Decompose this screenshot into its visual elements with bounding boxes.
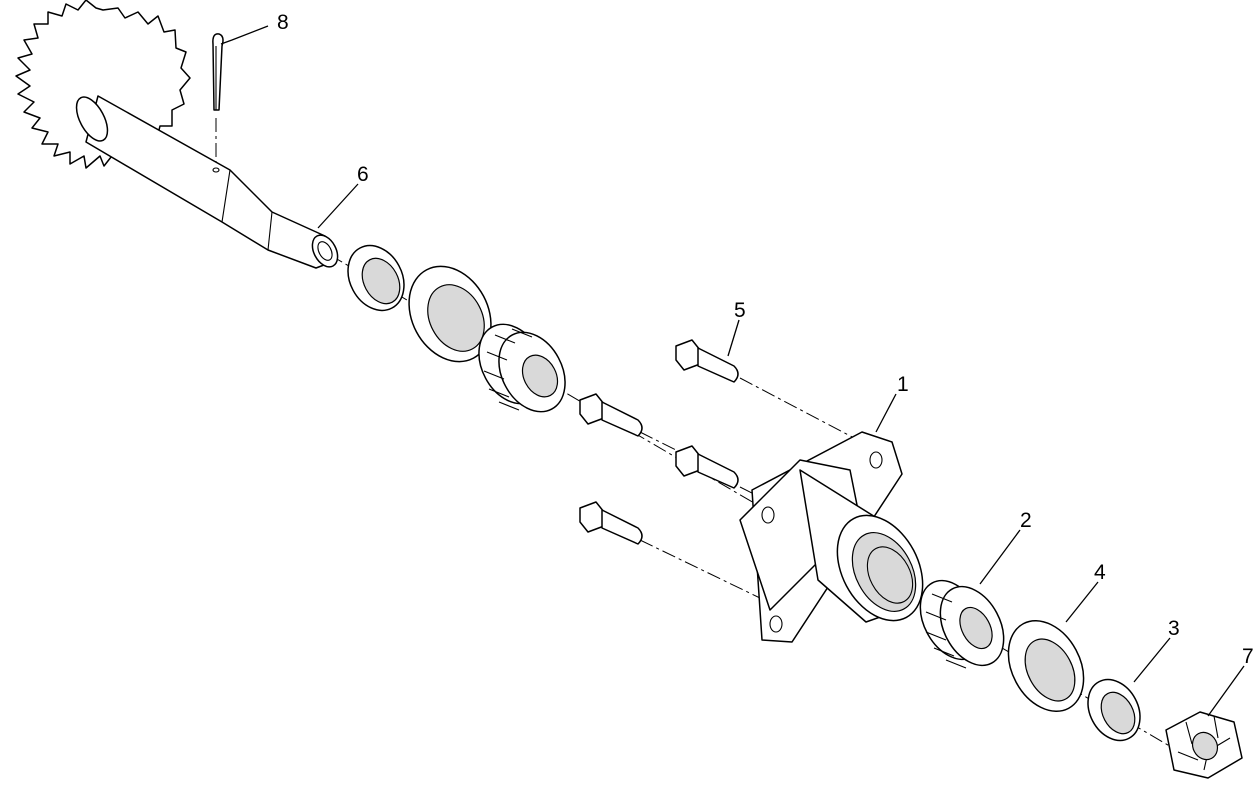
bearing-cup-left [347,244,405,312]
callout-2: 2 [1020,509,1032,532]
seal-washer-right [1007,619,1085,713]
callout-5: 5 [734,299,746,322]
callout-4: 4 [1094,561,1106,584]
cotter-pin [212,33,224,111]
cone-bearing-left [478,323,566,413]
callout-1: 1 [897,373,909,396]
callout-8: 8 [277,11,289,34]
bolt-middle-right [675,445,739,489]
callout-leaders [220,25,1245,717]
callout-7: 7 [1242,645,1254,668]
cone-bearing-right [919,579,1005,669]
callout-3: 3 [1168,617,1180,640]
flange-housing [739,431,924,643]
shaft [75,95,339,269]
bolt-middle-left [579,393,643,437]
castle-nut [1165,711,1243,779]
bolt-lower [579,501,643,545]
callout-6: 6 [357,163,369,186]
callout-labels: 1 2 3 4 5 6 7 8 [277,11,1254,668]
bolt-upper [675,339,739,383]
bearing-cup-right [1087,678,1141,742]
seal-washer-left [408,265,492,363]
